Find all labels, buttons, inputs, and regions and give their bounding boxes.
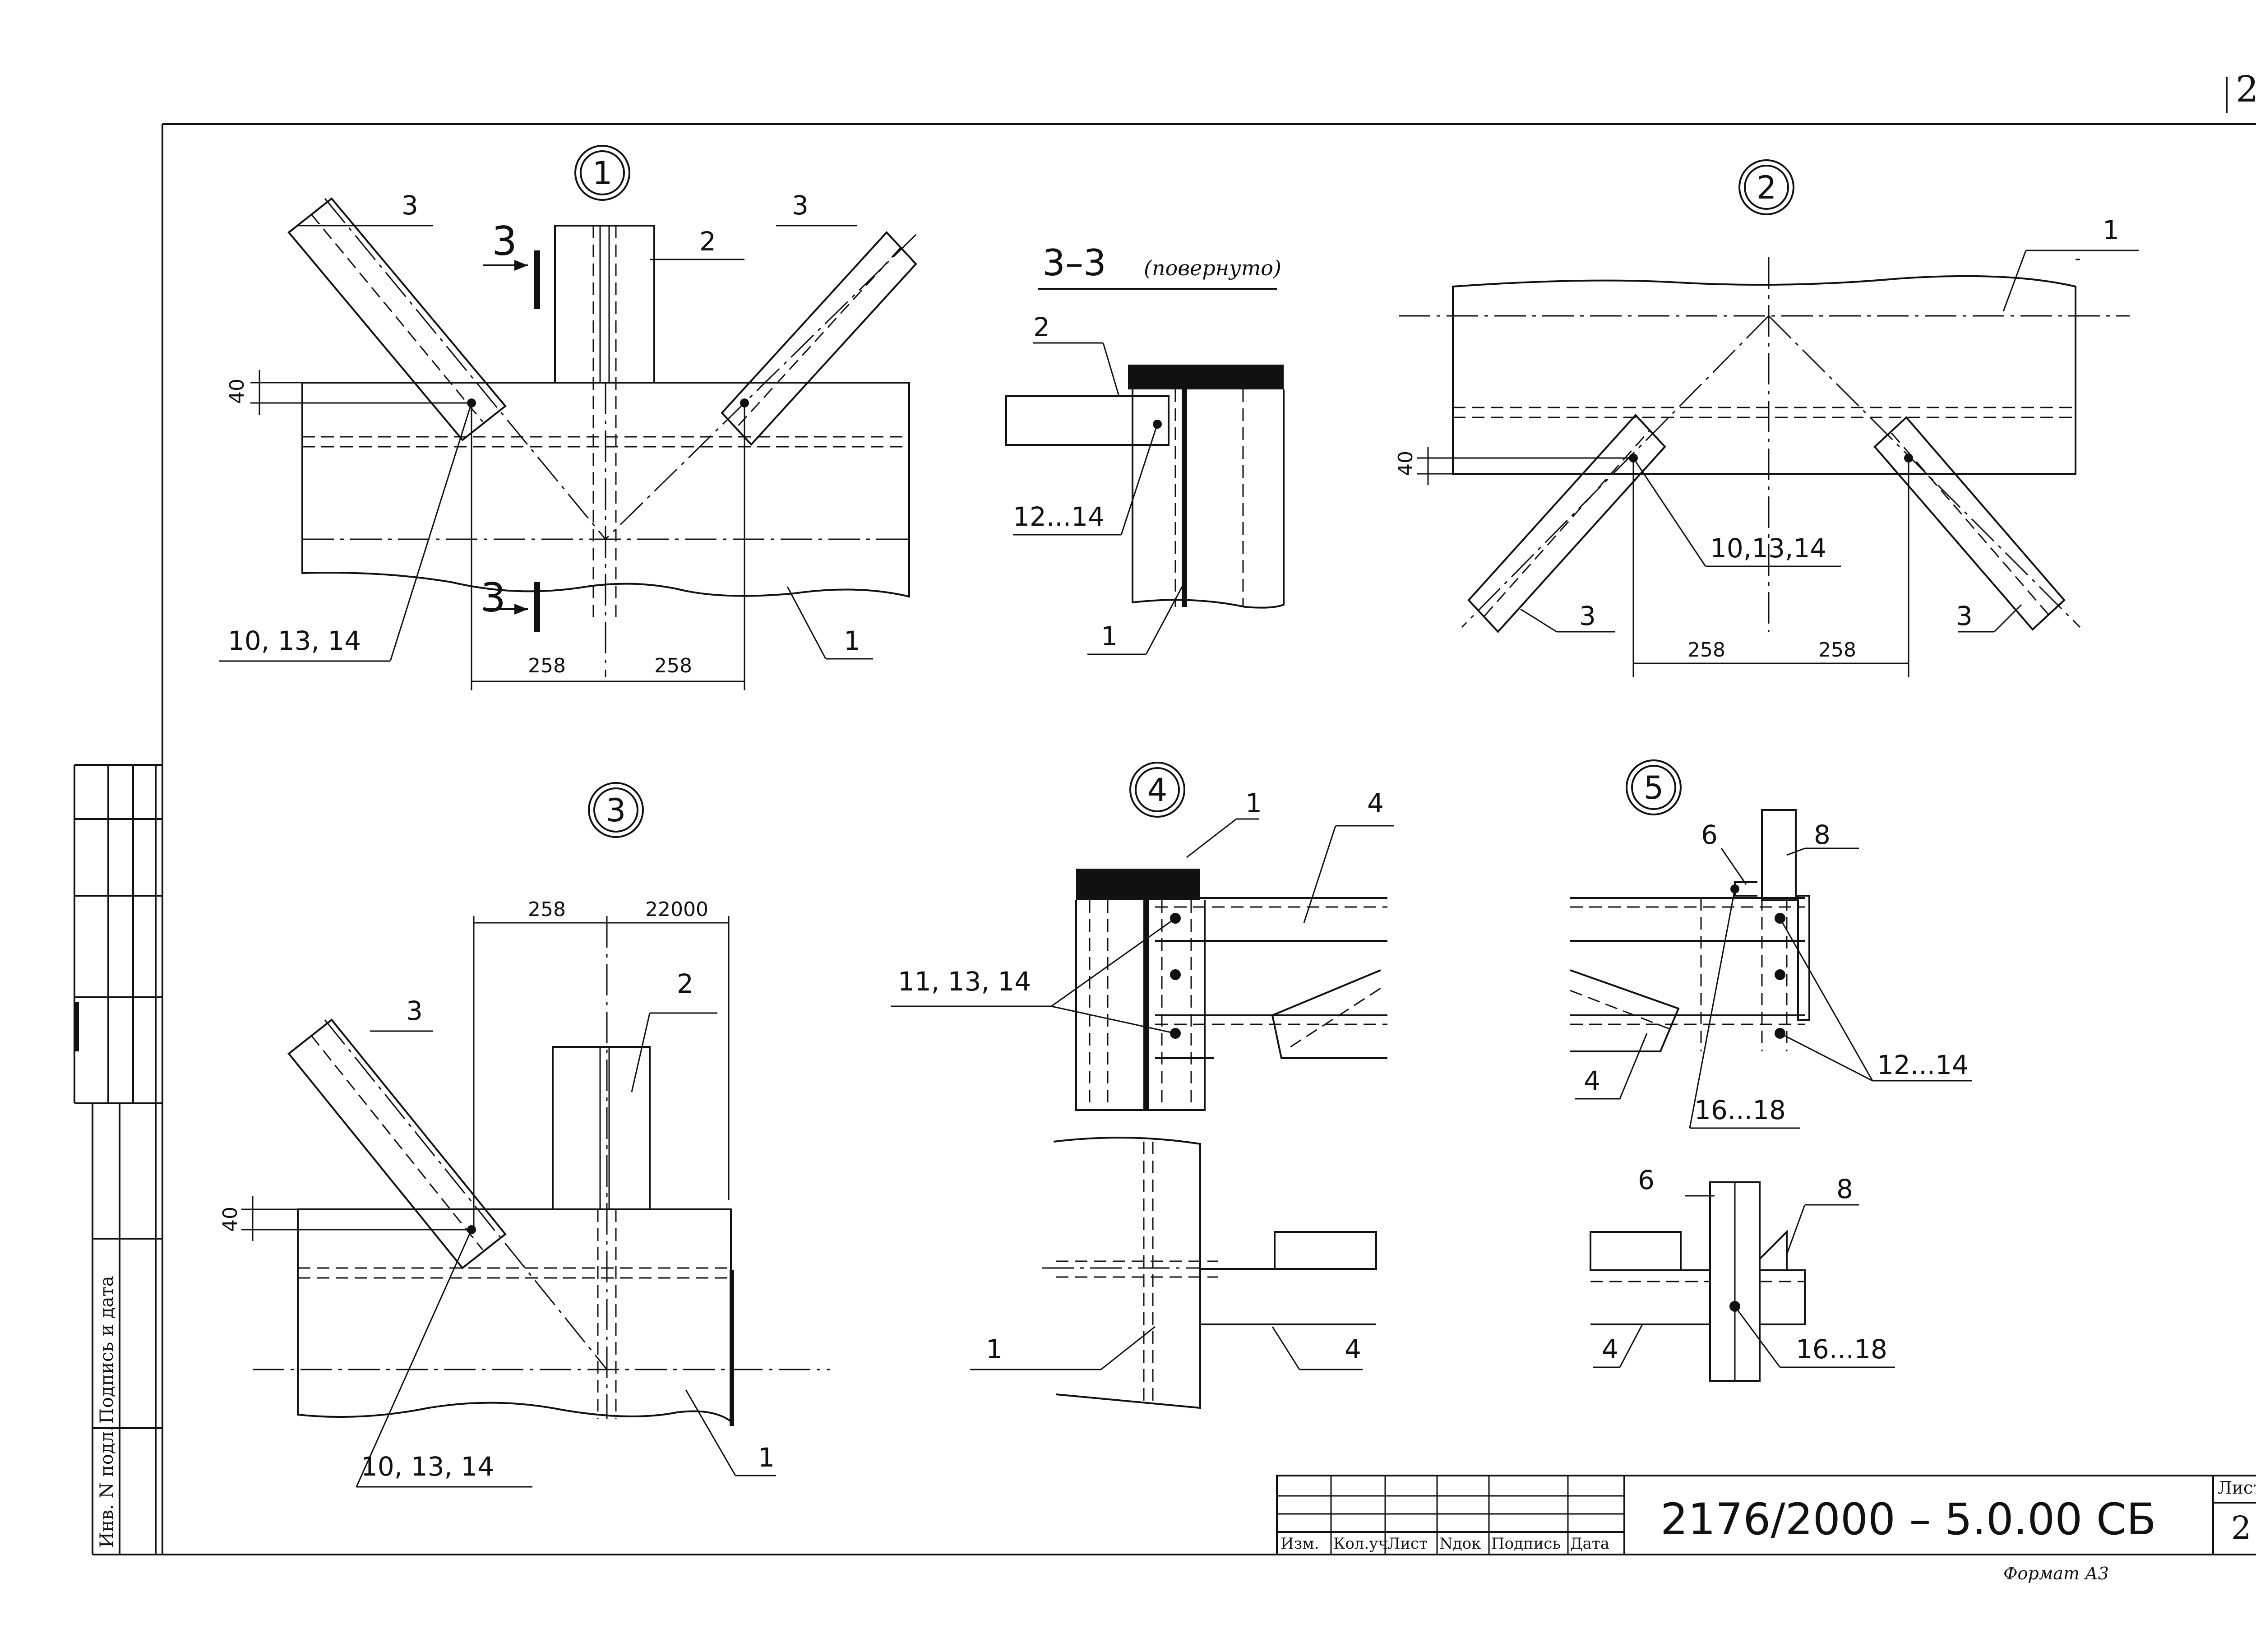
svg-text:22000: 22000 [645, 898, 708, 921]
node-2: 2 1 10,13,14 3 3 40 258 25 [1394, 159, 2139, 677]
svg-text:Кол.уч: Кол.уч [1333, 1535, 1388, 1553]
svg-text:258: 258 [528, 654, 566, 677]
svg-text:2: 2 [1033, 312, 1050, 342]
svg-text:3: 3 [792, 190, 809, 221]
svg-text:3: 3 [406, 995, 423, 1026]
svg-text:4: 4 [1147, 772, 1168, 809]
svg-text:Nдок: Nдок [1439, 1535, 1481, 1553]
svg-text:1: 1 [592, 155, 613, 192]
svg-text:1: 1 [758, 1442, 775, 1473]
svg-text:3: 3 [492, 218, 517, 264]
svg-text:6: 6 [1701, 819, 1718, 850]
svg-text:258: 258 [1687, 639, 1725, 662]
svg-text:3: 3 [481, 574, 506, 621]
svg-text:258: 258 [654, 654, 692, 677]
svg-text:1: 1 [986, 1334, 1003, 1365]
node-3: 3 3 2 1 10, 13, 14 40 258 [219, 782, 830, 1488]
svg-text:1: 1 [844, 625, 860, 656]
node-5: 5 6 8 12...14 16...18 4 [1570, 759, 1972, 1382]
node-3-marker [588, 782, 644, 838]
svg-text:Подпись: Подпись [1491, 1535, 1561, 1553]
node-4-marker [1129, 762, 1185, 818]
svg-text:Лист: Лист [1387, 1535, 1428, 1553]
section-3-3: 3–3 (повернуто) 2 12...14 1 [1005, 242, 1285, 655]
svg-text:Инв. N подл.: Инв. N подл. [97, 1425, 117, 1548]
node-4: 4 1 4 11, 13, 14 [891, 762, 1394, 1409]
svg-text:3: 3 [1956, 601, 1973, 631]
node-1: 1 3 3 3 3 [219, 145, 917, 690]
svg-text:3: 3 [402, 190, 418, 221]
svg-text:2: 2 [1757, 169, 1777, 206]
svg-text:4: 4 [1602, 1334, 1618, 1365]
svg-text:40: 40 [1394, 451, 1417, 476]
svg-text:10, 13, 14: 10, 13, 14 [228, 625, 361, 656]
svg-text:10,13,14: 10,13,14 [1710, 533, 1826, 564]
svg-text:1: 1 [2103, 215, 2119, 245]
svg-text:3–3: 3–3 [1042, 242, 1106, 284]
svg-text:2: 2 [2231, 1509, 2251, 1546]
sheet-frame [92, 77, 2256, 1555]
svg-text:16...18: 16...18 [1796, 1334, 1887, 1365]
svg-text:2: 2 [677, 968, 693, 999]
svg-text:40: 40 [226, 379, 249, 404]
drawing-code: 2176/2000 – 5.0.00 СБ [1660, 1494, 2156, 1545]
svg-text:Подпись и дата: Подпись и дата [97, 1276, 117, 1424]
svg-text:4: 4 [1584, 1065, 1600, 1096]
svg-text:Дата: Дата [1570, 1535, 1609, 1553]
node-1-marker [574, 145, 630, 201]
svg-text:(повернуто): (повернуто) [1144, 256, 1281, 280]
svg-text:16...18: 16...18 [1694, 1095, 1786, 1125]
svg-text:258: 258 [528, 898, 566, 921]
svg-text:4: 4 [1367, 788, 1384, 819]
svg-text:3: 3 [606, 792, 626, 829]
svg-text:1: 1 [1101, 621, 1118, 652]
svg-text:258: 258 [1818, 639, 1856, 662]
side-stamp: Инв. N подл. Подпись и дата [74, 764, 162, 1555]
svg-text:Формат А3: Формат А3 [2003, 1564, 2109, 1583]
node-2-marker [1738, 159, 1794, 215]
corner-sheet-number: 2 [2236, 68, 2256, 110]
svg-text:Изм.: Изм. [1281, 1535, 1319, 1553]
svg-text:12...14: 12...14 [1013, 501, 1105, 532]
svg-text:8: 8 [1814, 819, 1831, 850]
svg-text:2: 2 [699, 226, 716, 257]
title-block: Изм. Кол.уч Лист Nдок Подпись Дата 2176/… [1276, 1475, 2256, 1583]
svg-text:6: 6 [1638, 1165, 1655, 1195]
svg-text:5: 5 [1644, 769, 1664, 806]
svg-text:4: 4 [1345, 1334, 1361, 1365]
svg-text:8: 8 [1836, 1174, 1853, 1204]
node-5-marker [1626, 759, 1682, 815]
svg-text:12...14: 12...14 [1877, 1050, 1969, 1080]
svg-text:Лист: Лист [2218, 1478, 2256, 1498]
svg-text:11, 13, 14: 11, 13, 14 [898, 966, 1031, 997]
svg-text:1: 1 [1245, 788, 1262, 819]
svg-text:40: 40 [219, 1207, 242, 1232]
svg-text:10, 13, 14: 10, 13, 14 [361, 1451, 494, 1482]
svg-text:3: 3 [1579, 601, 1596, 631]
